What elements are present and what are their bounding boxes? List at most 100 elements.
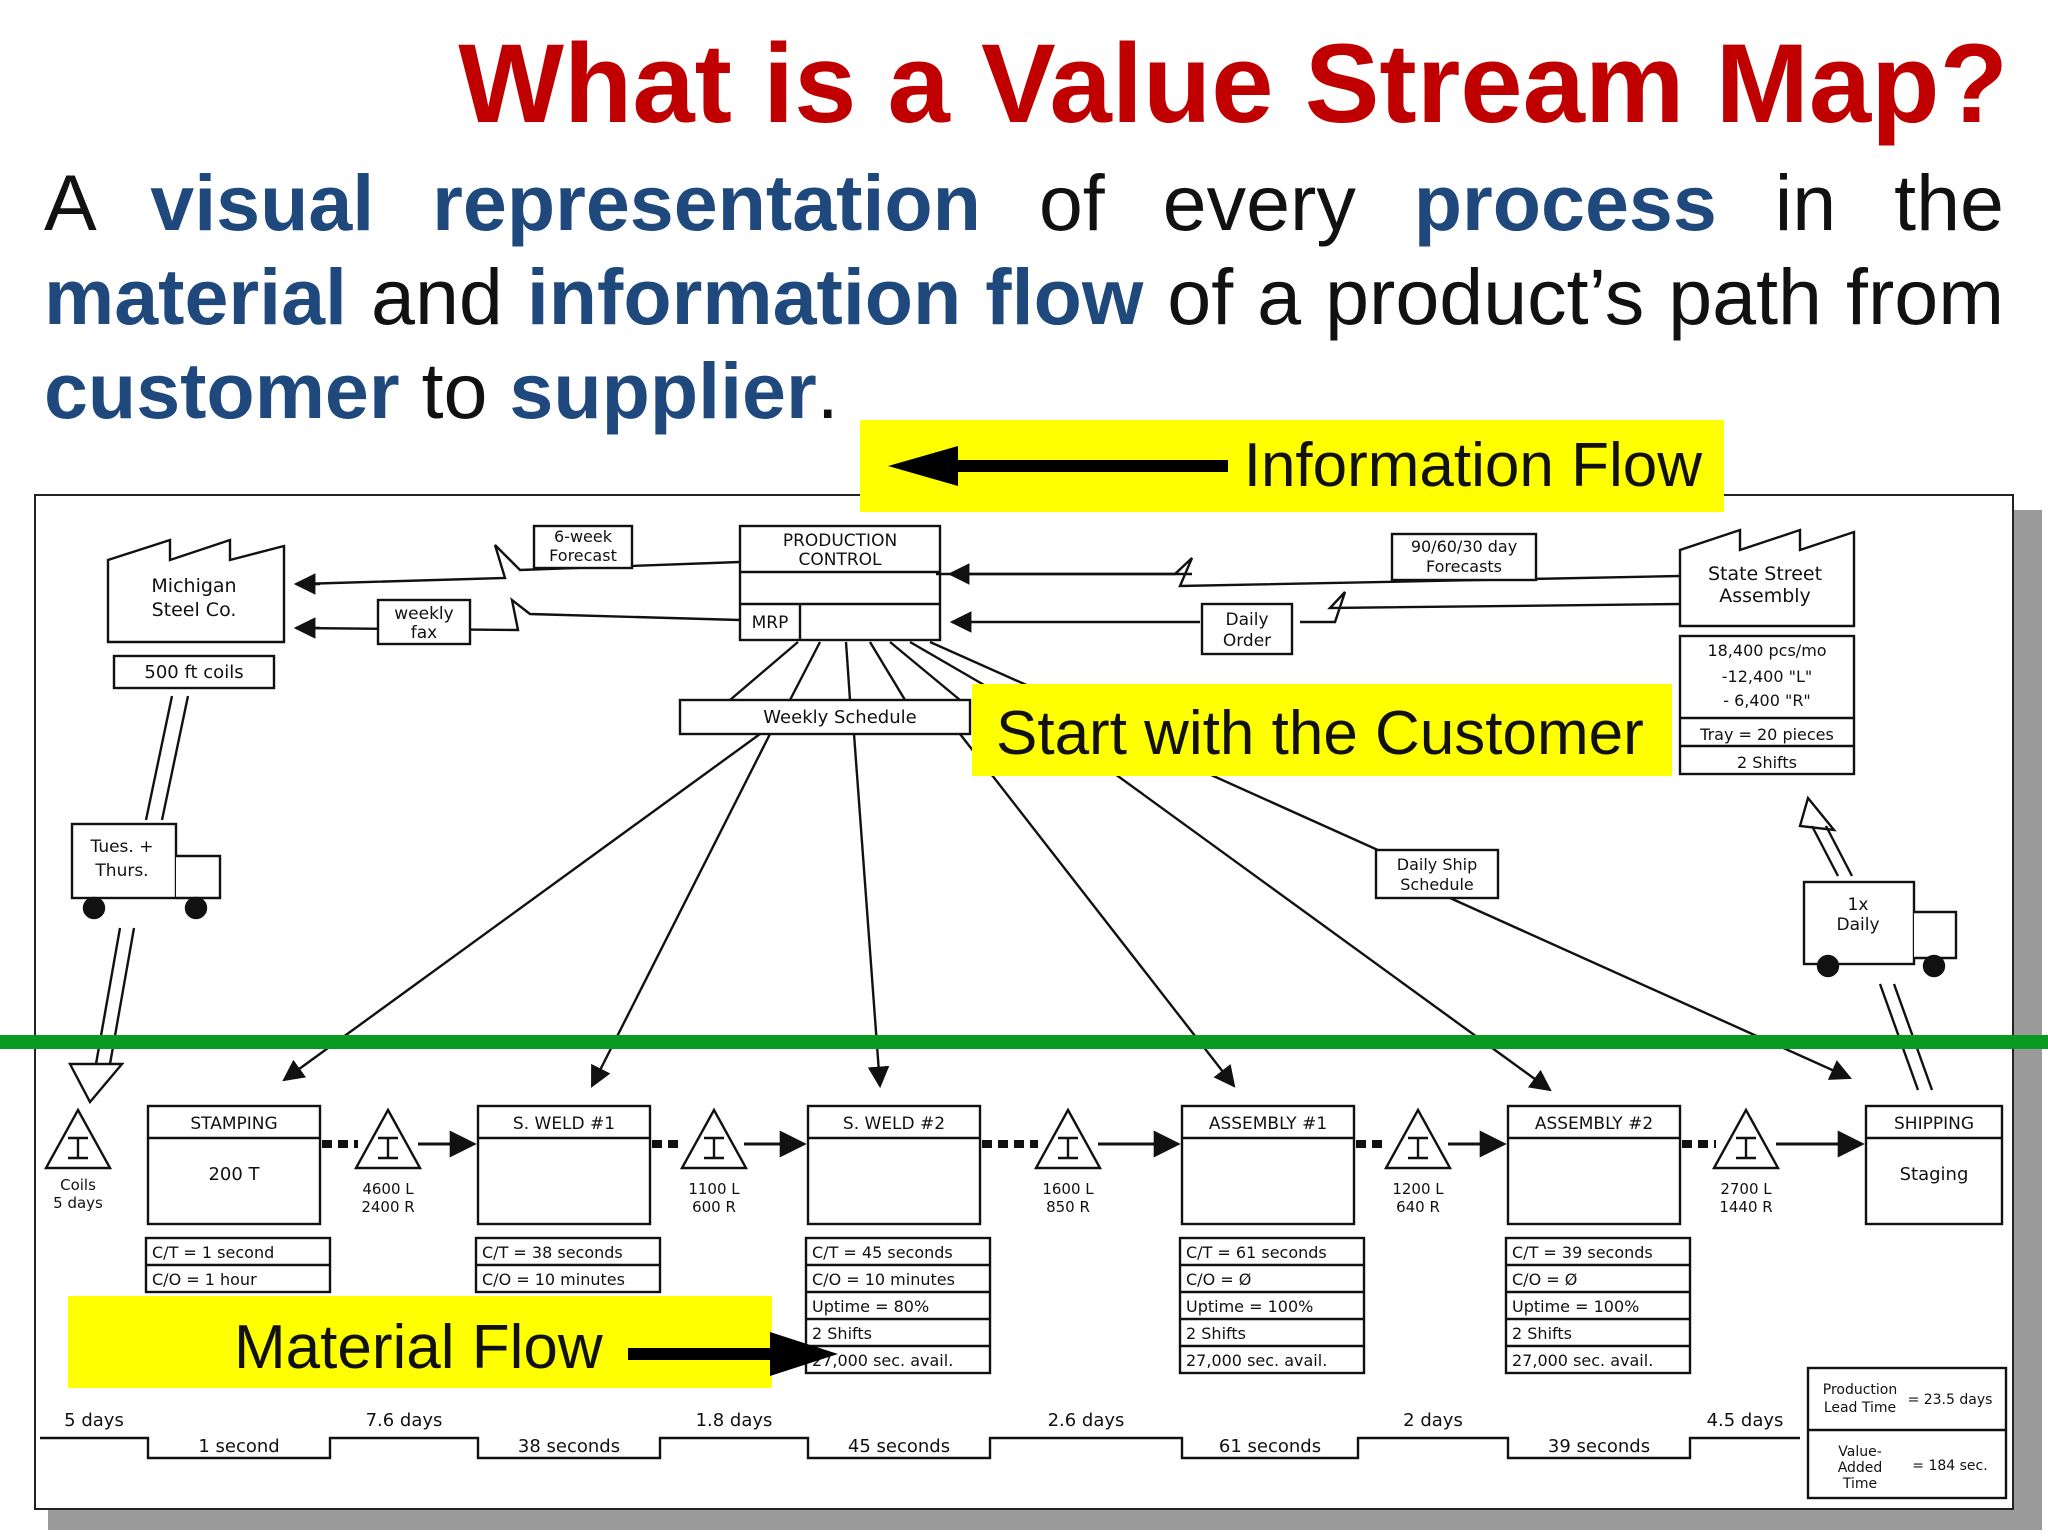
customer-data-line: 18,400 pcs/mo — [1707, 641, 1826, 660]
inventory-qty-line2: 640 R — [1396, 1198, 1440, 1216]
process-box-1: S. WELD #1 — [476, 1104, 652, 1226]
push-arrow-to-customer — [1798, 795, 1934, 1091]
daily-order-line1: Daily — [1225, 610, 1268, 630]
forecasts-line2: Forecasts — [1426, 557, 1502, 576]
daily-ship-line2: Schedule — [1400, 875, 1474, 894]
process-inner-label: Staging — [1900, 1164, 1969, 1185]
va-label-1: Value- — [1838, 1444, 1882, 1460]
daily-order-line2: Order — [1223, 631, 1271, 651]
process-data-line: C/T = 61 seconds — [1186, 1243, 1327, 1262]
inventory-qty-line2: 600 R — [692, 1198, 736, 1216]
inventory-qty-line1: 1600 L — [1042, 1180, 1094, 1198]
process-data-line: C/T = 38 seconds — [482, 1243, 623, 1262]
process-box-2: S. WELD #2 — [806, 1104, 982, 1226]
timeline-wait: 7.6 days — [366, 1410, 443, 1431]
intro-keyword: process — [1413, 158, 1717, 247]
intro-text: to — [399, 346, 510, 435]
inventory-qty-line1: 1100 L — [688, 1180, 740, 1198]
production-control-line2: CONTROL — [798, 550, 882, 570]
process-data-line: Uptime = 100% — [1186, 1297, 1313, 1316]
process-data-line: 2 Shifts — [1512, 1324, 1572, 1343]
customer-data-line: Tray = 20 pieces — [1699, 725, 1834, 744]
process-data-line: 27,000 sec. avail. — [1186, 1351, 1327, 1370]
supplier-truck-line1: Tues. + — [90, 837, 154, 857]
va-value: = 184 sec. — [1912, 1458, 1987, 1474]
intro-keyword: visual representation — [150, 158, 981, 247]
inventory-triangle-icon — [1711, 1107, 1781, 1170]
divider-line — [0, 1035, 2048, 1049]
start-with-customer-label: Start with the Customer — [996, 699, 1644, 768]
customer-factory-icon — [1678, 528, 1856, 628]
customer-data-box — [1678, 634, 1856, 776]
timeline-wait: 1.8 days — [696, 1410, 773, 1431]
inventory-qty-line1: 4600 L — [362, 1180, 414, 1198]
timeline-wait: 2 days — [1403, 1410, 1463, 1431]
supplier-spec: 500 ft coils — [144, 662, 243, 683]
timeline-process-time: 1 second — [198, 1436, 279, 1457]
process-name: ASSEMBLY #2 — [1535, 1114, 1653, 1134]
inventory-qty-line2: 2400 R — [361, 1198, 414, 1216]
intro-text: of every — [980, 158, 1414, 247]
information-flow-callout: Information Flow — [860, 420, 1724, 512]
process-data-line: C/O = 10 minutes — [482, 1270, 625, 1289]
mrp-label: MRP — [752, 613, 789, 633]
customer-truck-icon — [1802, 880, 1958, 978]
inventory-qty-line2: 1440 R — [1719, 1198, 1772, 1216]
start-with-customer-callout: Start with the Customer — [972, 684, 1672, 776]
supplier-truck-line2: Thurs. — [94, 861, 148, 881]
customer-name-1: State Street — [1708, 563, 1822, 585]
intro-text: in the — [1716, 158, 2004, 247]
process-box-5: SHIPPING Staging — [1864, 1104, 2004, 1226]
lead-time-label-1: Production — [1823, 1382, 1897, 1398]
va-label-2: Added — [1838, 1460, 1883, 1476]
process-data-line: C/O = Ø — [1186, 1270, 1251, 1289]
supplier-factory-icon — [106, 538, 286, 644]
forecast6-line1: 6-week — [554, 527, 613, 546]
intro-paragraph: A visual representation of every process… — [44, 156, 2004, 438]
right-arrow-icon — [628, 1332, 838, 1376]
inventory-qty-line1: 2700 L — [1720, 1180, 1772, 1198]
process-box-4: ASSEMBLY #2 — [1506, 1104, 1682, 1226]
process-inner-label: 200 T — [208, 1164, 260, 1185]
intro-text: and — [347, 252, 527, 341]
customer-data-line: - 6,400 "R" — [1723, 691, 1811, 710]
inventory-qty-line2: 850 R — [1046, 1198, 1090, 1216]
timeline-wait: 2.6 days — [1048, 1410, 1125, 1431]
process-name: S. WELD #1 — [513, 1114, 615, 1134]
process-data-line: C/O = 10 minutes — [812, 1270, 955, 1289]
timeline-process-time: 61 seconds — [1219, 1436, 1321, 1457]
information-flow-label: Information Flow — [1243, 431, 1702, 500]
inventory-triangle-icon — [43, 1107, 113, 1170]
inventory-triangle-icon — [353, 1107, 423, 1170]
customer-name-2: Assembly — [1719, 585, 1811, 607]
forecast6-line2: Forecast — [549, 546, 617, 565]
customer-truck-line2: Daily — [1836, 915, 1879, 935]
process-name: SHIPPING — [1894, 1114, 1974, 1134]
intro-keyword: information flow — [526, 252, 1144, 341]
raw-inventory-line2: 5 days — [53, 1194, 103, 1212]
weekly-fax-line2: fax — [411, 623, 437, 643]
supplier-name-1: Michigan — [151, 575, 236, 597]
daily-ship-line1: Daily Ship — [1397, 855, 1477, 874]
lead-time-label-2: Lead Time — [1824, 1400, 1896, 1416]
timeline-process-time: 39 seconds — [1548, 1436, 1650, 1457]
process-name: STAMPING — [190, 1114, 277, 1134]
material-flow-callout: Material Flow — [68, 1296, 772, 1388]
inventory-triangle-icon — [1033, 1107, 1103, 1170]
inventory-triangle-icon — [1383, 1107, 1453, 1170]
process-name: S. WELD #2 — [843, 1114, 945, 1134]
intro-keyword: customer — [44, 346, 400, 435]
process-data-line: C/T = 39 seconds — [1512, 1243, 1653, 1262]
process-data-line: C/T = 1 second — [152, 1243, 274, 1262]
timeline-process-time: 45 seconds — [848, 1436, 950, 1457]
weekly-schedule-label: Weekly Schedule — [763, 707, 916, 728]
process-data-line: C/T = 45 seconds — [812, 1243, 953, 1262]
production-control-line1: PRODUCTION — [783, 531, 897, 551]
